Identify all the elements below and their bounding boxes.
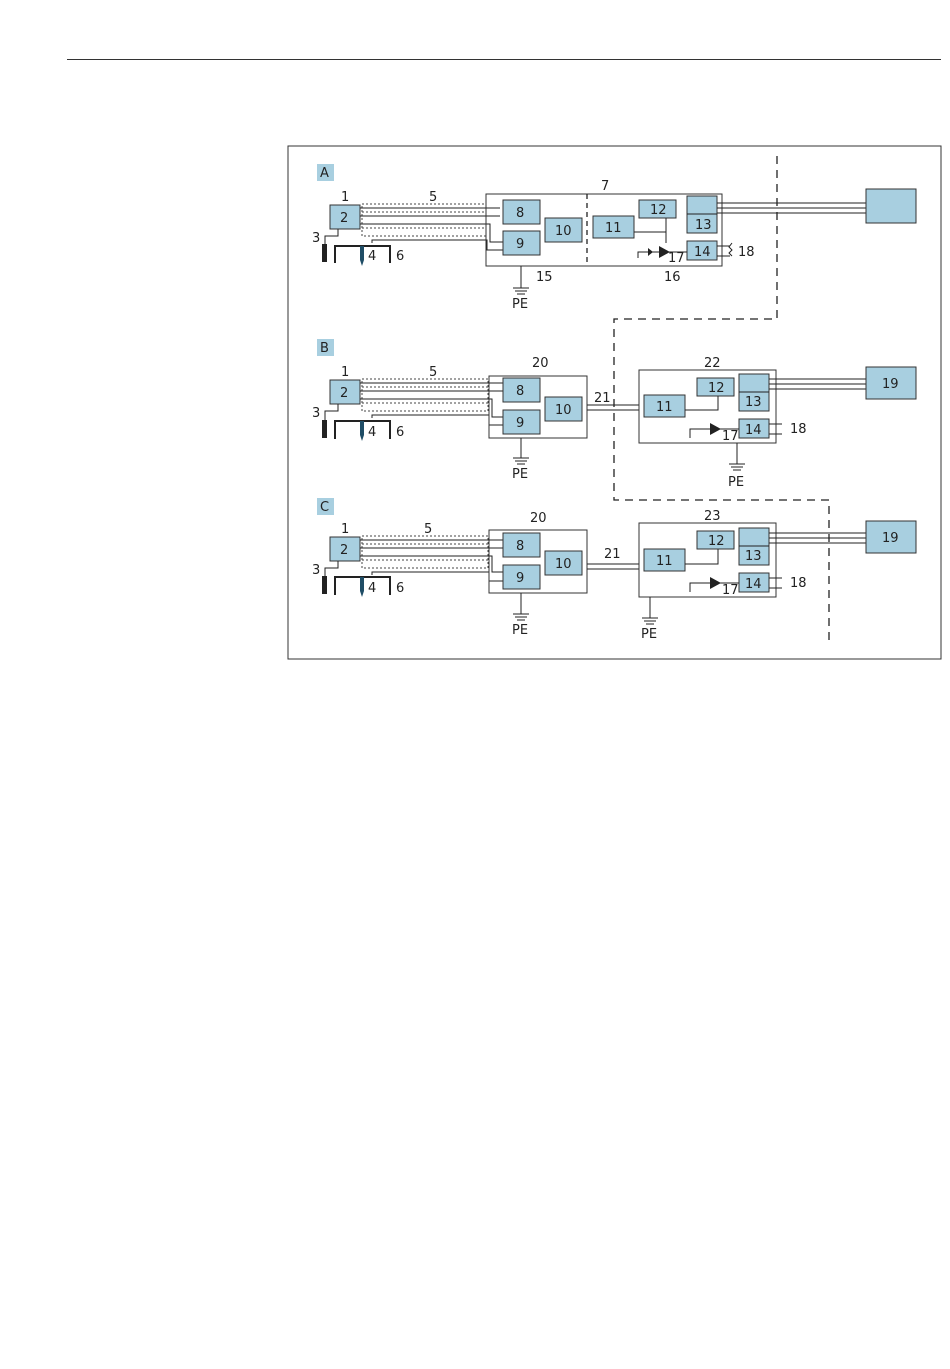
label-2: 2 [340, 386, 348, 401]
internal-wire [634, 218, 666, 232]
label-5: 5 [424, 522, 432, 537]
output-cable [769, 533, 866, 543]
section-tag-b: B [320, 341, 329, 356]
label-23: 23 [704, 509, 721, 524]
output-18-wire [717, 246, 730, 256]
label-10: 10 [555, 557, 572, 572]
label-5: 5 [429, 365, 437, 380]
internal-wire [685, 396, 718, 410]
section-tag-a: A [320, 166, 329, 181]
label-6: 6 [396, 581, 404, 596]
label-13: 13 [695, 218, 712, 233]
ground-symbol [729, 443, 745, 470]
ground-symbol [642, 597, 658, 624]
label-1: 1 [341, 365, 349, 380]
cable-wire [372, 415, 503, 425]
cable-5-shield [362, 204, 486, 236]
label-10: 10 [555, 403, 572, 418]
label-4: 4 [368, 249, 376, 264]
cable-wire [372, 572, 503, 581]
ground-symbol [513, 288, 529, 294]
label-21: 21 [594, 391, 611, 406]
cable-21 [587, 564, 639, 569]
label-19: 19 [882, 531, 899, 546]
cable-5-shield [362, 536, 488, 568]
label-20: 20 [530, 511, 547, 526]
label-22: 22 [704, 356, 721, 371]
electrode-4 [360, 421, 364, 441]
label-8: 8 [516, 539, 524, 554]
label-14: 14 [745, 423, 762, 438]
label-pe: PE [512, 297, 528, 312]
output-cable [769, 379, 866, 389]
label-3: 3 [312, 406, 320, 421]
label-9: 9 [516, 571, 524, 586]
probe-3-body [322, 420, 327, 438]
label-11: 11 [656, 400, 673, 415]
label-1: 1 [341, 190, 349, 205]
label-11: 11 [605, 221, 622, 236]
label-19: 19 [882, 377, 899, 392]
label-6: 6 [396, 249, 404, 264]
label-18: 18 [790, 422, 807, 437]
internal-wire [685, 549, 718, 564]
section-c: C 2 1 3 4 6 5 20 8 9 10 21 23 11 12 [312, 498, 916, 642]
label-8: 8 [516, 206, 524, 221]
label-10: 10 [555, 224, 572, 239]
output-cable [717, 203, 866, 213]
label-14: 14 [694, 245, 711, 260]
label-13: 13 [745, 395, 762, 410]
label-9: 9 [516, 416, 524, 431]
label-20: 20 [532, 356, 549, 371]
wiring-diagram: A 2 1 3 4 6 5 7 8 9 10 11 [0, 0, 950, 700]
label-2: 2 [340, 211, 348, 226]
label-pe: PE [512, 623, 528, 638]
label-9: 9 [516, 237, 524, 252]
probe-3-body [322, 244, 327, 262]
cable-wire [360, 224, 503, 242]
section-tag-c: C [320, 500, 329, 515]
ground-symbol [513, 438, 529, 464]
label-1: 1 [341, 522, 349, 537]
label-pe: PE [641, 627, 657, 642]
label-17: 17 [722, 583, 739, 598]
electrode-4 [360, 577, 364, 597]
label-4: 4 [368, 425, 376, 440]
label-8: 8 [516, 384, 524, 399]
label-21: 21 [604, 547, 621, 562]
electrode-4 [360, 246, 364, 266]
label-14: 14 [745, 577, 762, 592]
probe-3-body [322, 576, 327, 594]
label-6: 6 [396, 425, 404, 440]
label-13: 13 [745, 549, 762, 564]
label-3: 3 [312, 563, 320, 578]
section-a: A 2 1 3 4 6 5 7 8 9 10 11 [312, 164, 916, 312]
cable-wire [360, 399, 503, 417]
label-16: 16 [664, 270, 681, 285]
label-15: 15 [536, 270, 553, 285]
output-18-symbol [729, 243, 732, 256]
remote-device [866, 189, 916, 223]
label-11: 11 [656, 554, 673, 569]
label-7: 7 [601, 179, 609, 194]
label-12: 12 [708, 534, 725, 549]
label-17: 17 [722, 429, 739, 444]
label-4: 4 [368, 581, 376, 596]
label-3: 3 [312, 231, 320, 246]
cable-5-shield [362, 379, 488, 411]
label-2: 2 [340, 543, 348, 558]
label-18: 18 [738, 245, 755, 260]
label-18: 18 [790, 576, 807, 591]
label-pe: PE [728, 475, 744, 490]
ground-symbol [513, 593, 529, 620]
label-17: 17 [668, 251, 685, 266]
label-12: 12 [650, 203, 667, 218]
cable-wire [360, 556, 503, 572]
cable-wire [372, 240, 503, 250]
label-5: 5 [429, 190, 437, 205]
label-pe: PE [512, 467, 528, 482]
label-12: 12 [708, 381, 725, 396]
